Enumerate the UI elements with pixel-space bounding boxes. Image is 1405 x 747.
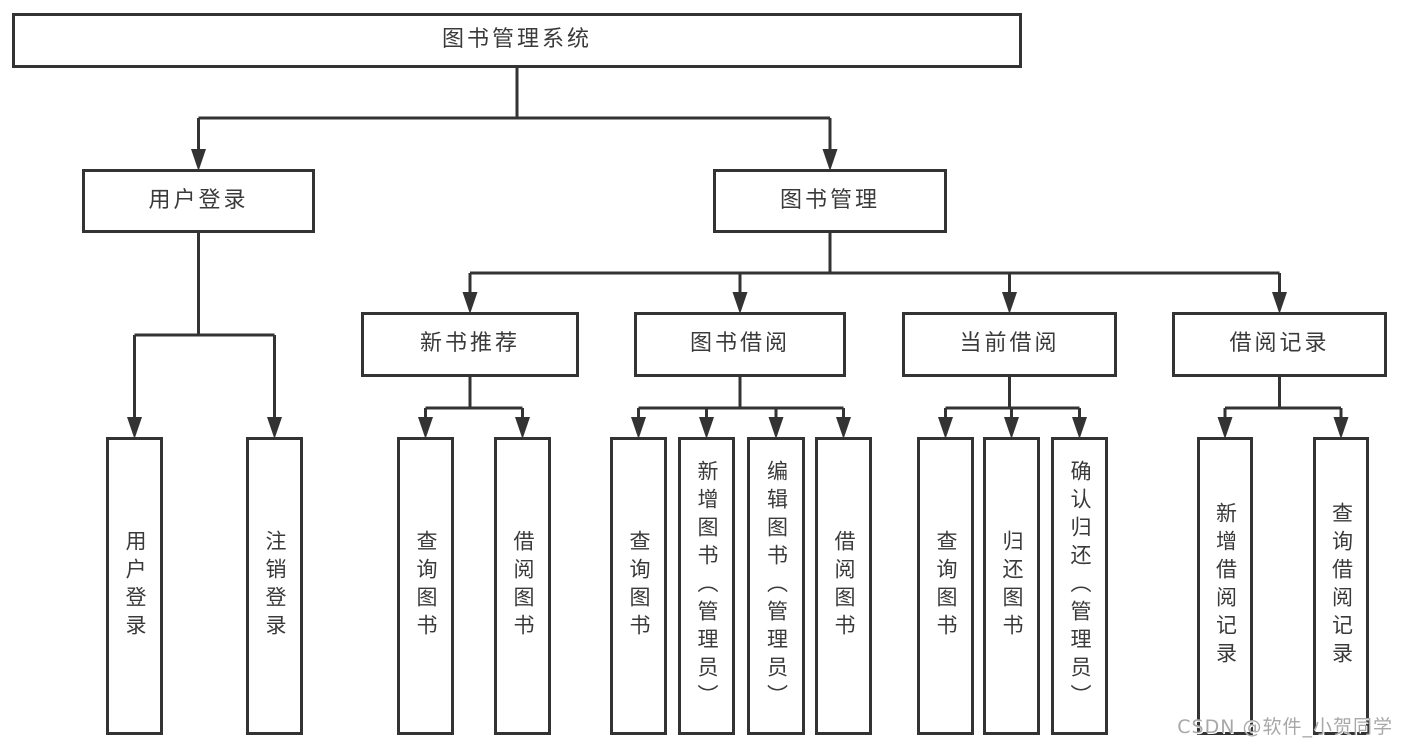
node-label-borrowing-records: 借阅记录 [1229,331,1330,357]
node-new-book-recommend: 新书推荐 [361,312,579,377]
node-leaf-query-book-a: 查询图书 [397,437,454,735]
node-book-management: 图书管理 [713,169,947,233]
node-label-leaf-return-book: 归还图书 [1000,530,1024,642]
node-leaf-add-book: 新增图书（管理员） [678,437,735,735]
node-label-leaf-add-book: 新增图书（管理员） [695,460,719,712]
node-leaf-return-book: 归还图书 [983,437,1040,735]
node-label-leaf-query-book-c: 查询图书 [934,530,958,642]
node-label-current-borrowing: 当前借阅 [959,331,1060,357]
node-label-leaf-query-book-a: 查询图书 [414,530,438,642]
node-leaf-add-borrow-record: 新增借阅记录 [1197,437,1253,735]
node-leaf-user-login: 用户登录 [106,437,163,735]
node-label-leaf-query-borrow-record: 查询借阅记录 [1329,502,1354,670]
node-label-leaf-logout: 注销登录 [263,530,287,642]
node-label-book-borrowing: 图书借阅 [689,331,790,357]
node-leaf-borrow-book-a: 借阅图书 [494,437,551,735]
node-label-leaf-confirm-return: 确认归还（管理员） [1068,460,1092,712]
node-leaf-edit-book: 编辑图书（管理员） [747,437,805,735]
node-leaf-query-borrow-record: 查询借阅记录 [1313,437,1369,735]
watermark: CSDN @软件_小贺同学 [1177,716,1393,738]
node-leaf-logout: 注销登录 [246,437,303,735]
node-label-leaf-query-book-b: 查询图书 [627,530,651,642]
node-label-leaf-borrow-book-a: 借阅图书 [511,530,535,642]
node-label-leaf-add-borrow-record: 新增借阅记录 [1213,502,1238,670]
node-leaf-query-book-b: 查询图书 [610,437,667,735]
node-label-leaf-borrow-book-b: 借阅图书 [832,530,856,642]
node-user-login: 用户登录 [82,169,315,233]
node-root: 图书管理系统 [12,13,1022,68]
node-label-user-login: 用户登录 [148,187,249,213]
node-label-leaf-user-login: 用户登录 [123,530,147,642]
node-borrowing-records: 借阅记录 [1172,312,1387,377]
node-leaf-query-book-c: 查询图书 [917,437,974,735]
node-leaf-borrow-book-b: 借阅图书 [815,437,872,735]
node-label-book-management: 图书管理 [779,187,880,213]
node-current-borrowing: 当前借阅 [902,312,1117,377]
node-book-borrowing: 图书借阅 [634,312,846,377]
node-label-new-book-recommend: 新书推荐 [419,331,520,357]
node-label-leaf-edit-book: 编辑图书（管理员） [764,460,789,712]
node-label-root: 图书管理系统 [441,27,592,53]
node-leaf-confirm-return: 确认归还（管理员） [1051,437,1108,735]
